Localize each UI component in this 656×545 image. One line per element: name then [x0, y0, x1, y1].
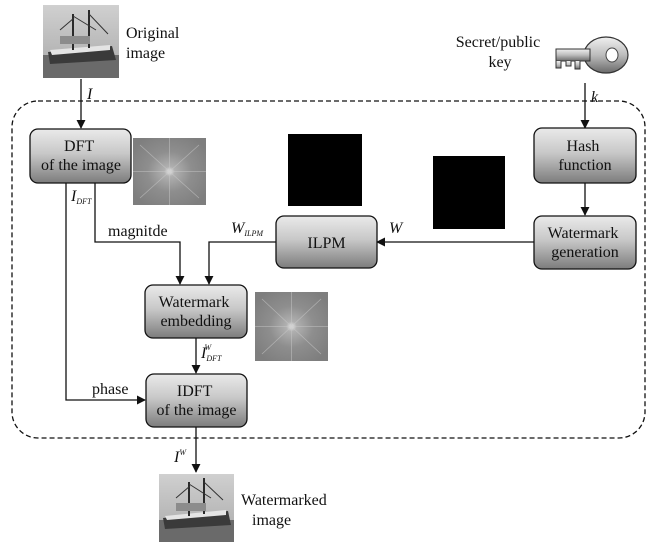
dft-spectrum-thumbnail: [133, 138, 206, 205]
watermark-generation-label: Watermark generation: [548, 225, 623, 261]
edge-label-k: k: [591, 89, 599, 106]
watermarked-spectrum-thumbnail: [255, 292, 328, 361]
idft-box: [145, 373, 248, 428]
edge-label-I-dft-w: IDFTW: [200, 343, 222, 363]
edge-dft-magnitude-to-embedding: [94, 183, 185, 285]
dft-box-label: DFT of the image: [41, 138, 121, 174]
edge-dft-phase-to-idft: [65, 183, 146, 405]
watermark-pattern-square-left: [288, 134, 362, 206]
dft-box: [29, 128, 132, 184]
hash-function-label: Hash function: [558, 138, 611, 174]
system-boundary: [11, 100, 646, 439]
ilpm-label: ILPM: [307, 235, 345, 252]
edge-label-I-dft: IDFT: [70, 188, 92, 206]
watermarked-image-thumbnail: [159, 474, 234, 542]
edge-ilpm-to-embedding: [204, 241, 276, 285]
edge-label-I-w: IW: [173, 448, 187, 466]
key-icon: [555, 36, 629, 74]
original-image-thumbnail: [43, 5, 119, 78]
watermark-generation-box: [533, 215, 637, 270]
watermarked-image-label: Watermarked image: [241, 492, 331, 529]
watermark-embedding-label: Watermark embedding: [159, 294, 234, 330]
watermark-pattern-square-right: [433, 156, 505, 229]
original-image-label: Original image: [126, 25, 183, 62]
edge-label-I: I: [86, 86, 93, 103]
watermark-embedding-box: [144, 284, 248, 339]
key-label: Secret/public key: [456, 34, 544, 71]
edge-label-W-ilpm: WILPM: [231, 220, 264, 238]
edge-label-phase: phase: [92, 381, 128, 398]
hash-function-box: [533, 127, 637, 184]
edge-label-W: W: [389, 220, 404, 237]
edge-label-magnitude: magnitde: [108, 223, 168, 240]
idft-box-label: IDFT of the image: [157, 383, 237, 419]
